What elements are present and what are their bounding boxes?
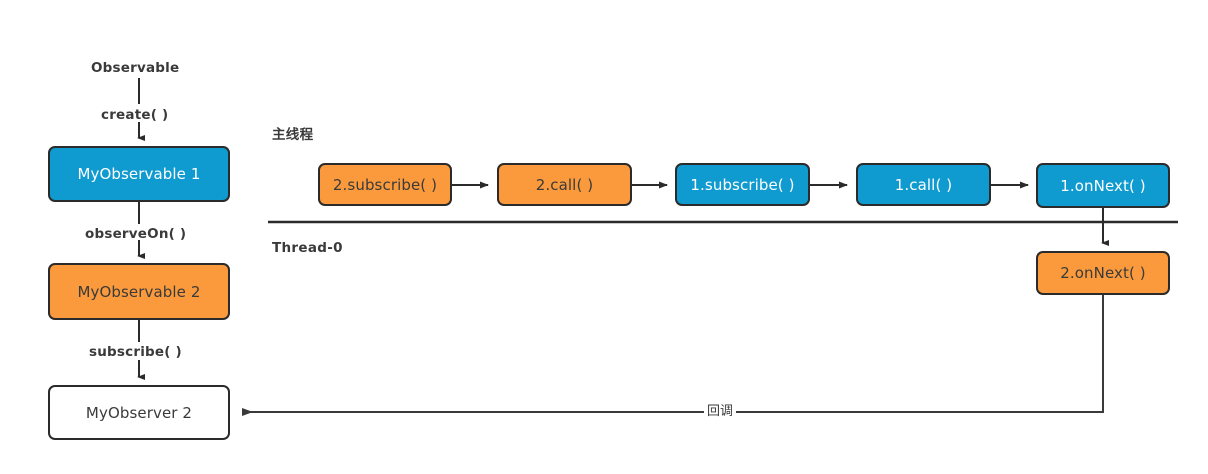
swimlane-label-main-thread: 主线程 bbox=[272, 127, 314, 143]
swimlane-label-thread-0: Thread-0 bbox=[272, 240, 343, 256]
node-step-1-subscribe[interactable]: 1.subscribe( ) bbox=[675, 163, 810, 206]
edge-label-subscribe: subscribe( ) bbox=[89, 344, 182, 360]
node-step-2-subscribe[interactable]: 2.subscribe( ) bbox=[318, 163, 452, 206]
callback-edge-label: 回调 bbox=[704, 404, 737, 419]
node-step-2-onnext[interactable]: 2.onNext( ) bbox=[1036, 251, 1170, 295]
node-step-2-call[interactable]: 2.call( ) bbox=[497, 163, 632, 206]
node-my-observer-2[interactable]: MyObserver 2 bbox=[48, 385, 230, 440]
edge-label-observe-on: observeOn( ) bbox=[85, 226, 187, 242]
observable-title: Observable bbox=[91, 60, 180, 76]
edge-label-create: create( ) bbox=[101, 107, 169, 123]
node-my-observable-2[interactable]: MyObservable 2 bbox=[48, 263, 230, 320]
node-step-1-onnext[interactable]: 1.onNext( ) bbox=[1036, 163, 1170, 208]
node-step-1-call[interactable]: 1.call( ) bbox=[856, 163, 991, 206]
node-my-observable-1[interactable]: MyObservable 1 bbox=[48, 146, 230, 202]
